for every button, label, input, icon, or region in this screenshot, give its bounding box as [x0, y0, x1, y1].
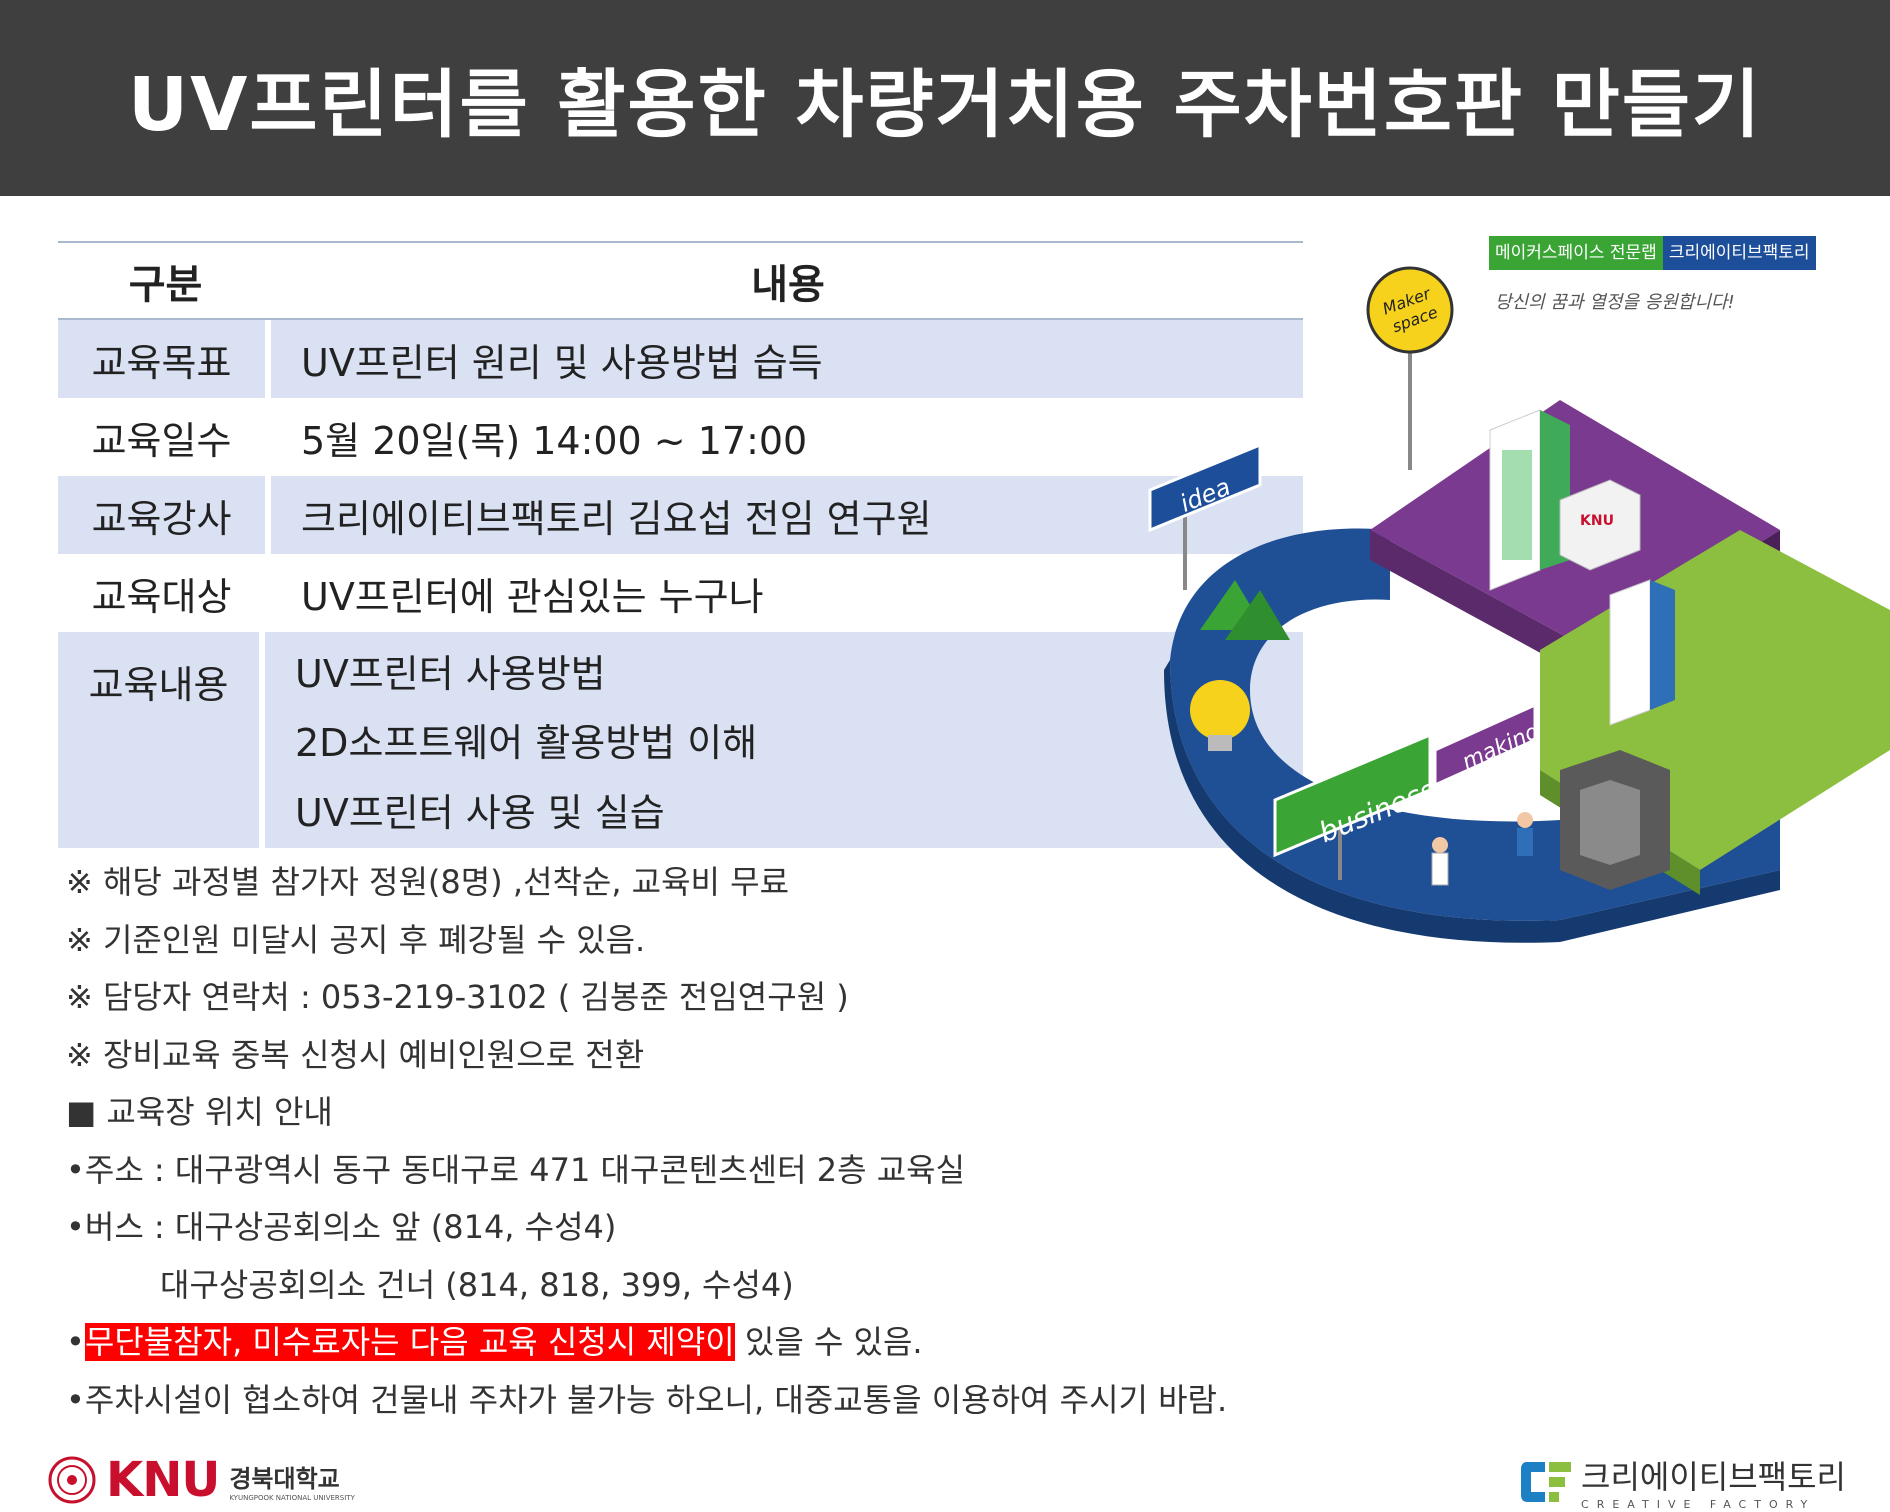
note-location-heading: ■ 교육장 위치 안내 — [66, 1093, 333, 1131]
row-label: 교육내용 — [58, 632, 265, 848]
building-knu-logo: KNU — [1580, 513, 1614, 529]
table-row-instructor: 교육강사 크리에이티브팩토리 김요섭 전임 연구원 — [58, 476, 1303, 554]
knu-en-name: KYUNGPOOK NATIONAL UNIVERSITY — [229, 1493, 355, 1502]
table-top-rule — [58, 241, 1303, 243]
knu-wordmark: KNU — [106, 1452, 220, 1508]
badge-lab: 메이커스페이스 전문랩 — [1489, 236, 1663, 270]
bullet: • — [66, 1323, 85, 1361]
knu-seal-icon — [48, 1456, 96, 1504]
makerspace-illustration: KNU Maker space idea business making — [1148, 266, 1890, 943]
row-value: UV프린터 원리 및 사용방법 습득 — [301, 340, 823, 385]
table-header: 구분 내용 — [58, 243, 1303, 320]
warning-rest: 있을 수 있음. — [734, 1323, 923, 1361]
row-label: 교육강사 — [58, 476, 271, 554]
cf-name: 크리에이티브팩토리 CREATIVE FACTORY — [1581, 1452, 1846, 1511]
row-value: 크리에이티브팩토리 김요섭 전임 연구원 — [301, 496, 932, 541]
info-table: 구분 내용 교육목표 UV프린터 원리 및 사용방법 습득 교육일수 5월 20… — [58, 241, 1303, 848]
notes-section: ※ 해당 과정별 참가자 정원(8명) ,선착순, 교육비 무료 ※ 기준인원 … — [66, 854, 1366, 1429]
content-line: 2D소프트웨어 활용방법 이해 — [295, 721, 758, 766]
maker-space-sign — [1366, 266, 1454, 354]
knu-name: 경북대학교 KYUNGPOOK NATIONAL UNIVERSITY — [229, 1459, 355, 1502]
note-bus-2: 대구상공회의소 건너 (814, 818, 399, 수성4) — [160, 1265, 794, 1304]
makerspace-badge: 메이커스페이스 전문랩 크리에이티브팩토리 — [1489, 236, 1816, 270]
content-line: UV프린터 사용 및 실습 — [295, 790, 665, 835]
table-row-target: 교육대상 UV프린터에 관심있는 누구나 — [58, 554, 1303, 632]
row-value: 5월 20일(목) 14:00 ~ 17:00 — [301, 418, 808, 463]
note-contact: ※ 담당자 연락처 : 053-219-3102 ( 김봉준 전임연구원 ) — [66, 978, 849, 1016]
header-bar: UV프린터를 활용한 차량거치용 주차번호판 만들기 — [0, 0, 1890, 196]
row-label: 교육목표 — [58, 320, 271, 398]
table-header-category: 구분 — [128, 261, 203, 308]
row-value: UV프린터에 관심있는 누구나 — [301, 574, 764, 619]
row-label: 교육대상 — [58, 554, 271, 632]
tree-icon — [1225, 590, 1290, 640]
note-address: •주소 : 대구광역시 동구 동대구로 471 대구콘텐츠센터 2층 교육실 — [66, 1150, 966, 1189]
creative-factory-logo: 크리에이티브팩토리 CREATIVE FACTORY — [1519, 1452, 1846, 1511]
row-value-list: UV프린터 사용방법 2D소프트웨어 활용방법 이해 UV프린터 사용 및 실습 — [265, 632, 1303, 848]
making-sign — [1433, 702, 1537, 788]
page-title: UV프린터를 활용한 차량거치용 주차번호판 만들기 — [127, 61, 1762, 148]
table-row-goal: 교육목표 UV프린터 원리 및 사용방법 습득 — [58, 320, 1303, 398]
cf-mark-icon — [1521, 1461, 1572, 1502]
knu-kr-name: 경북대학교 — [229, 1464, 340, 1493]
note-duplicate: ※ 장비교육 중복 신청시 예비인원으로 전환 — [66, 1035, 645, 1074]
table-header-content: 내용 — [751, 261, 825, 308]
note-warning: •무단불참자, 미수료자는 다음 교육 신청시 제약이 있을 수 있음. — [66, 1314, 1366, 1372]
note-bus: •버스 : 대구상공회의소 앞 (814, 수성4) — [66, 1208, 617, 1246]
row-label: 교육일수 — [58, 398, 271, 476]
idea-sign — [1148, 442, 1262, 533]
table-row-date: 교육일수 5월 20일(목) 14:00 ~ 17:00 — [58, 398, 1303, 476]
knu-logo: KNU 경북대학교 KYUNGPOOK NATIONAL UNIVERSITY — [48, 1452, 355, 1508]
business-sign — [1273, 732, 1432, 858]
warning-highlight: 무단불참자, 미수료자는 다음 교육 신청시 제약이 — [84, 1323, 735, 1361]
content-line: UV프린터 사용방법 — [295, 652, 606, 697]
note-capacity: ※ 해당 과정별 참가자 정원(8명) ,선착순, 교육비 무료 — [66, 863, 790, 901]
cf-en-name: CREATIVE FACTORY — [1581, 1498, 1816, 1511]
lightbulb-icon — [1190, 680, 1250, 740]
cf-kr-name: 크리에이티브팩토리 — [1581, 1458, 1846, 1496]
note-parking: •주차시설이 협소하여 건물내 주차가 불가능 하오니, 대중교통을 이용하여 … — [66, 1380, 1228, 1419]
note-cancel: ※ 기준인원 미달시 공지 후 폐강될 수 있음. — [66, 920, 646, 959]
table-row-contents: 교육내용 UV프린터 사용방법 2D소프트웨어 활용방법 이해 UV프린터 사용… — [58, 632, 1303, 848]
slogan: 당신의 꿈과 열정을 응원합니다! — [1495, 292, 1735, 313]
badge-factory: 크리에이티브팩토리 — [1662, 236, 1816, 270]
